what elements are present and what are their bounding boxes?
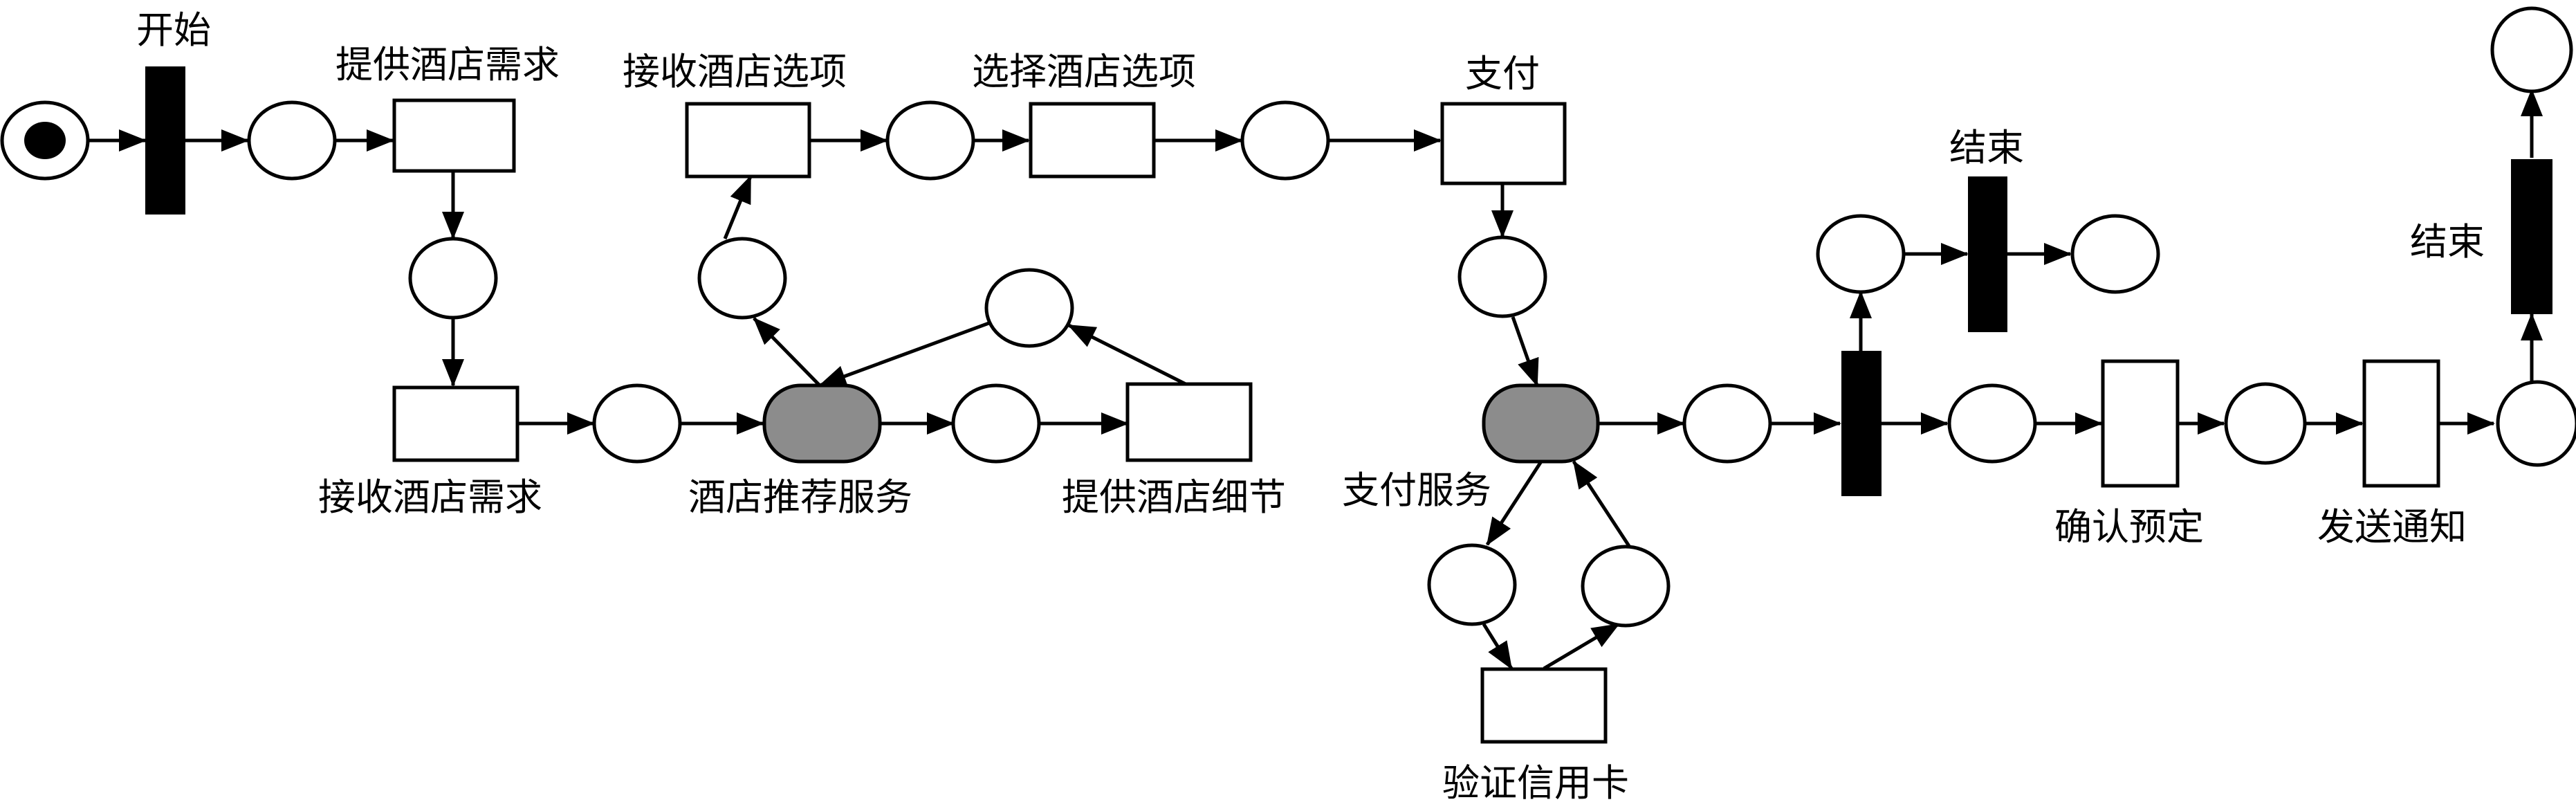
- provide-demand-transition: [392, 98, 516, 173]
- place: [2070, 214, 2160, 294]
- label-send-notice: 发送通知: [2317, 507, 2467, 548]
- send-notice-transition: [2362, 359, 2440, 488]
- arcs: [89, 89, 2543, 671]
- provide-details-transition: [1125, 382, 1253, 462]
- confirm-booking-transition: [2101, 359, 2180, 488]
- label-receive-demand: 接收酒店需求: [318, 477, 542, 518]
- start-bar: [145, 66, 185, 215]
- place: [1240, 100, 1330, 181]
- place: [697, 237, 787, 320]
- end-bar-upper: [1968, 176, 2007, 332]
- place: [2224, 382, 2307, 465]
- arc-place-to-recommend-service-2: [818, 320, 993, 388]
- place: [951, 383, 1041, 464]
- place: [1816, 214, 1906, 294]
- arc-place-to-pay-service: [1511, 316, 1539, 387]
- transitions: [145, 66, 2552, 744]
- place: [984, 268, 1074, 348]
- arc-verify-card-to-lower-right-place: [1543, 622, 1620, 671]
- place: [1457, 235, 1547, 318]
- token: [24, 122, 66, 159]
- place: [408, 237, 498, 320]
- place: [885, 100, 975, 181]
- split-bar: [1841, 351, 1882, 496]
- arc-lower-left-place-to-verify-card: [1482, 623, 1514, 670]
- place: [1947, 383, 2037, 464]
- arc-place-to-receive-options: [723, 175, 753, 239]
- receive-demand-transition: [392, 385, 519, 462]
- label-end-upper: 结束: [1949, 127, 2024, 169]
- label-receive-options: 接收酒店选项: [623, 51, 847, 93]
- end-bar-right: [2511, 159, 2552, 314]
- receive-options-transition: [685, 102, 811, 179]
- arc-pay-service-to-lower-left-place: [1485, 460, 1543, 546]
- label-verify-card: 验证信用卡: [1442, 763, 1629, 804]
- place: [2496, 380, 2576, 467]
- label-provide-details: 提供酒店细节: [1062, 477, 1286, 518]
- place: [1427, 543, 1517, 626]
- select-options-transition: [1029, 102, 1156, 179]
- arc-lower-right-place-to-pay-service: [1572, 460, 1631, 547]
- label-pay: 支付: [1465, 53, 1540, 95]
- pay-transition: [1440, 102, 1567, 185]
- label-start: 开始: [136, 10, 211, 51]
- arc-recommend-service-to-upper-place: [753, 317, 821, 387]
- arc-provide-details-to-place: [1067, 323, 1190, 388]
- place: [1682, 383, 1772, 464]
- label-end-right: 结束: [2410, 221, 2485, 263]
- label-provide-demand: 提供酒店需求: [335, 44, 560, 86]
- label-pay-service: 支付服务: [1342, 470, 1491, 511]
- pay-service-node: [1482, 383, 1600, 464]
- place: [1581, 545, 1671, 628]
- place: [247, 100, 337, 181]
- label-confirm-booking: 确认预定: [2054, 507, 2204, 548]
- places: [0, 6, 2576, 628]
- place: [2490, 6, 2573, 93]
- label-select-options: 选择酒店选项: [972, 51, 1196, 93]
- label-recommend-service: 酒店推荐服务: [688, 477, 912, 518]
- recommend-service-node: [762, 383, 882, 464]
- place: [592, 383, 682, 464]
- labels: 开始 提供酒店需求 接收酒店需求 接收酒店选项 选择酒店选项 酒店推荐服务 提供…: [136, 10, 2485, 804]
- verify-card-transition: [1480, 667, 1608, 744]
